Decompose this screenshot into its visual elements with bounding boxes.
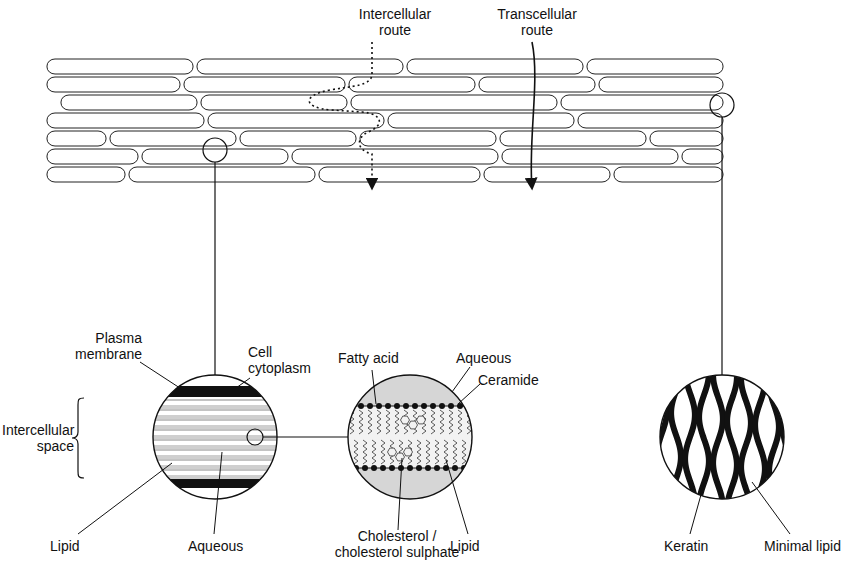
keratin-magnified <box>655 370 793 505</box>
corneocyte <box>197 59 403 74</box>
corneocyte <box>47 113 204 128</box>
part-label: Ceramide <box>478 372 539 388</box>
corneocyte <box>561 95 723 110</box>
corneocyte <box>47 59 193 74</box>
corneocyte <box>240 131 356 146</box>
corneocyte <box>208 113 384 128</box>
corneocyte <box>319 167 480 182</box>
corneocyte <box>47 167 125 182</box>
part-label: Aqueous <box>456 350 511 366</box>
zoom-circle <box>153 375 277 499</box>
corneocyte <box>360 131 496 146</box>
part-label: Keratin <box>664 538 708 554</box>
zoom-circle <box>660 375 784 499</box>
corneocyte <box>599 77 723 92</box>
part-label: Lipid <box>450 538 480 554</box>
zoom-spot <box>203 138 227 162</box>
corneocyte <box>61 95 197 110</box>
corneocyte <box>479 77 595 92</box>
zoom-spot <box>247 429 263 445</box>
part-label: Plasma membrane <box>70 330 142 362</box>
corneocyte-layers <box>47 59 723 182</box>
part-label: Transcellular route <box>492 6 582 38</box>
zoom-line <box>214 162 215 375</box>
corneocyte <box>587 59 723 74</box>
zoom-line <box>263 436 348 437</box>
corneocyte <box>682 149 723 164</box>
corneocyte <box>292 149 498 164</box>
part-label: Cell cytoplasm <box>248 344 328 376</box>
lipid-bilayer <box>345 370 476 505</box>
corneocyte <box>484 167 610 182</box>
zoom-spot <box>710 93 734 117</box>
corneocyte <box>614 167 723 182</box>
corneocyte <box>502 149 678 164</box>
corneocyte <box>351 95 557 110</box>
part-label: Lipid <box>50 538 80 554</box>
corneocyte <box>201 95 347 110</box>
corneocyte <box>47 77 180 92</box>
part-label: Intercellular route <box>350 6 440 38</box>
corneocyte <box>500 131 646 146</box>
part-label: Minimal lipid <box>764 538 841 554</box>
corneocyte <box>47 149 138 164</box>
corneocyte <box>388 113 574 128</box>
part-label: Cholesterol / cholesterol sulphate <box>322 528 472 560</box>
zoom-line <box>721 117 722 375</box>
corneocyte <box>184 77 345 92</box>
intercellular-magnified <box>150 370 280 505</box>
leader-lines <box>78 362 790 534</box>
corneocyte <box>578 113 723 128</box>
intercellular-route <box>309 42 379 188</box>
corneocyte <box>407 59 583 74</box>
part-label: Fatty acid <box>338 350 399 366</box>
transcellular-route <box>531 42 535 188</box>
part-label: Aqueous <box>188 538 243 554</box>
zoom-circle <box>348 375 472 499</box>
corneocyte <box>650 131 723 146</box>
corneocyte <box>47 131 106 146</box>
corneocyte <box>349 77 475 92</box>
part-label: Intercellular space <box>2 422 74 454</box>
corneocyte <box>129 167 315 182</box>
